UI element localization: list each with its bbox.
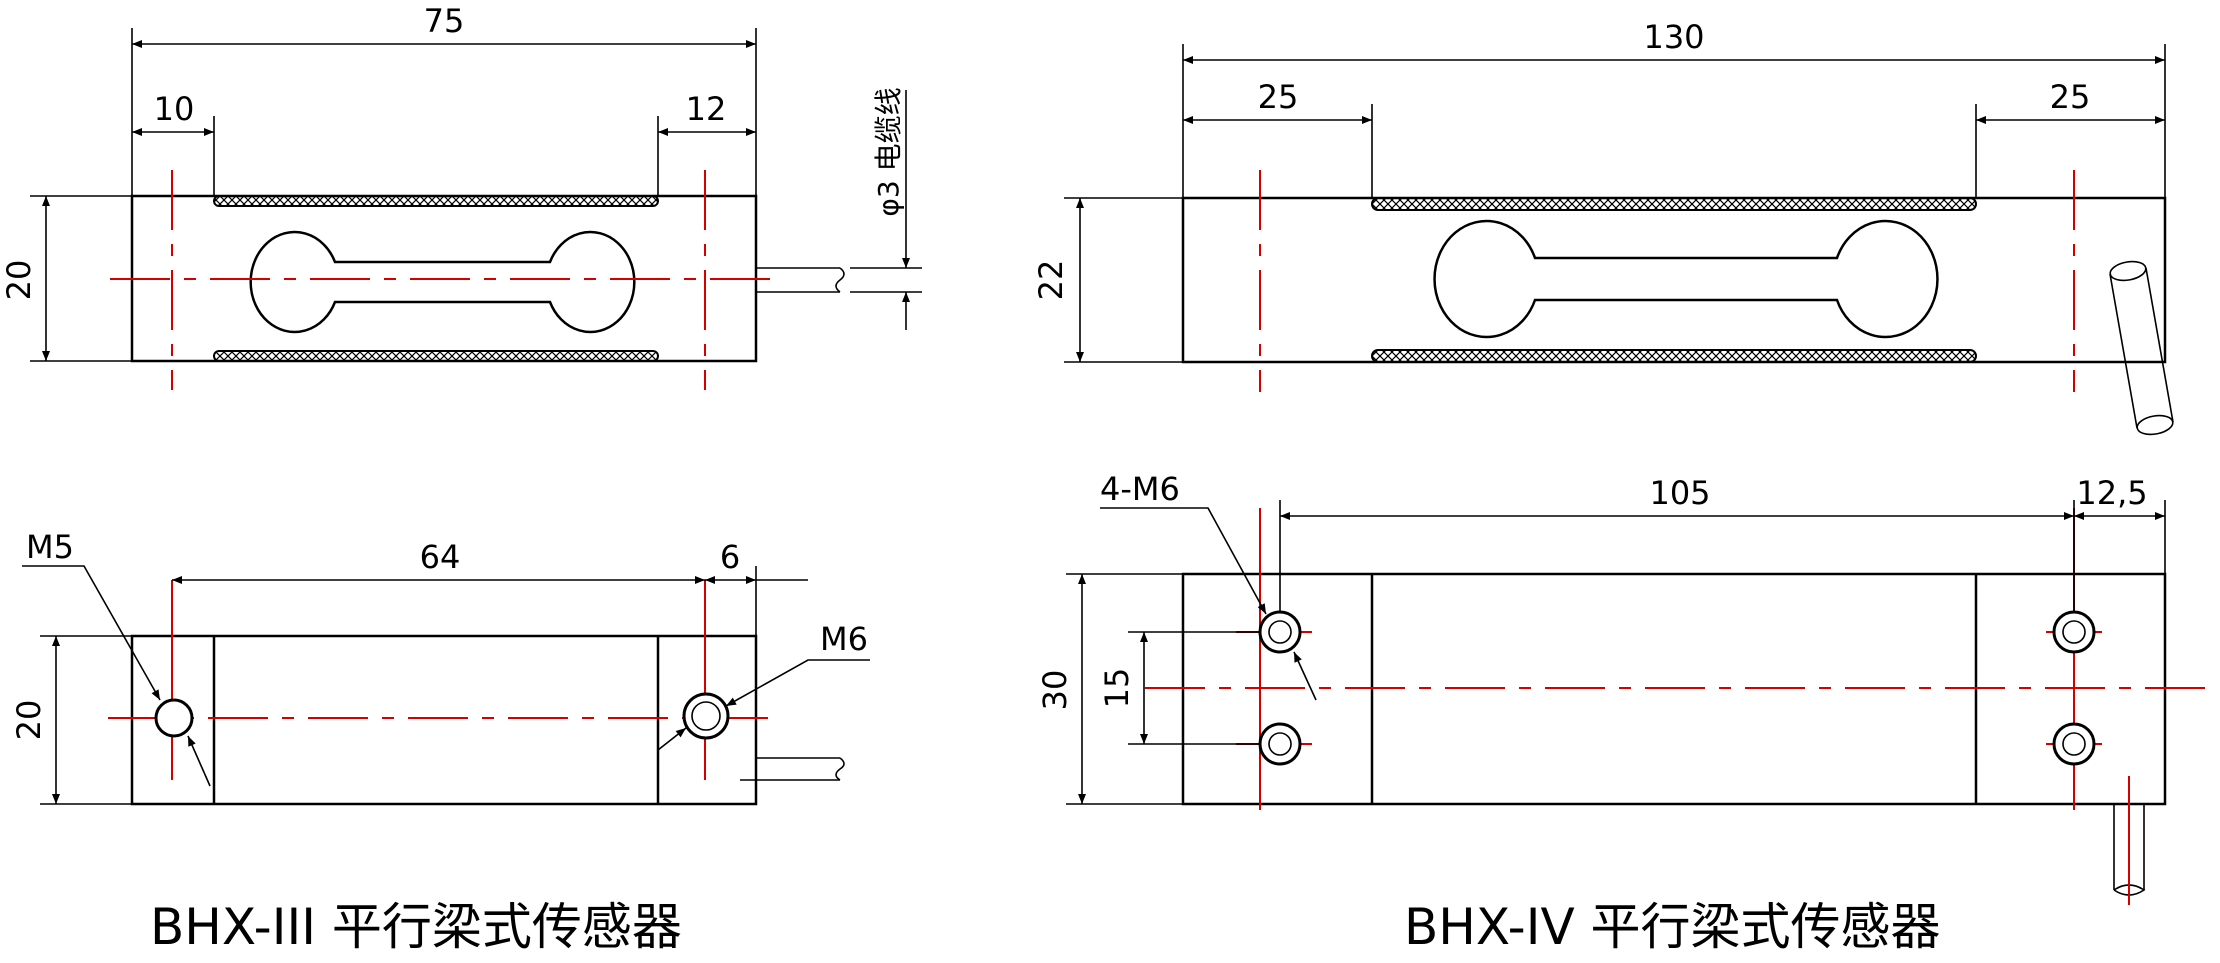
bhx3-cable — [756, 267, 840, 293]
bhx4-dim-height: 22 — [1032, 260, 1070, 301]
bhx3-dumbbell-slot — [249, 230, 636, 334]
bhx4-hole-br — [2052, 722, 2096, 766]
bhx4-top-view: 130 25 25 22 — [1032, 18, 2174, 436]
bhx3-dim-right: 12 — [686, 90, 727, 128]
bhx3-m6-hole — [682, 692, 730, 740]
bhx3-dim-height: 20 — [0, 260, 38, 301]
bhx3-bottom-view: 64 6 20 M5 M6 — [10, 528, 870, 806]
bhx3-dim-left: 10 — [154, 90, 195, 128]
bhx4-dim-length: 130 — [1643, 18, 1704, 56]
bhx3-m5-hole — [154, 698, 194, 738]
bhx4-dim-right-offset: 12,5 — [2076, 474, 2147, 512]
bhx4-title: BHX-IV 平行梁式传感器 — [1404, 898, 1941, 956]
bhx3-bottom-cable — [740, 757, 840, 781]
bhx4-bottom-view: 105 12,5 30 15 4-M6 — [1036, 470, 2205, 905]
bhx4-dumbbell-slot — [1433, 219, 1939, 339]
bhx3-cable-break — [835, 267, 845, 293]
bhx3-m5-label: M5 — [26, 528, 74, 566]
bhx3-m6-label: M6 — [820, 620, 868, 658]
bhx4-dim-hole-spacing: 105 — [1649, 474, 1710, 512]
bhx3-dim-length: 75 — [424, 2, 465, 40]
bhx4-bottom-cable — [2113, 804, 2145, 890]
bhx3-dim-hole-spacing: 64 — [420, 538, 461, 576]
bhx4-hole-tl — [1258, 610, 1302, 654]
bhx4-hole-bl — [1258, 722, 1302, 766]
bhx4-dim-hole-vertical: 15 — [1098, 668, 1136, 709]
bhx4-hole-tr — [2052, 610, 2096, 654]
bhx3-cable-label: φ3 电缆线 — [872, 87, 905, 216]
bhx3-bottom-body — [130, 634, 758, 806]
bhx4-dim-left: 25 — [1258, 78, 1299, 116]
bhx4-top-knurl-upper — [1371, 197, 1977, 211]
bhx4-thread-label: 4-M6 — [1100, 470, 1180, 508]
bhx4-dim-right: 25 — [2050, 78, 2091, 116]
bhx3-dim-right-offset: 6 — [720, 538, 740, 576]
bhx3-title: BHX-III 平行梁式传感器 — [150, 898, 682, 956]
bhx4-top-body — [1181, 196, 2167, 364]
bhx3-top-view: 75 10 12 20 φ3 电缆线 — [0, 2, 922, 390]
bhx4-cable — [2109, 267, 2174, 429]
bhx4-top-knurl-lower — [1371, 349, 1977, 363]
bhx3-top-knurl-upper — [213, 195, 659, 207]
bhx3-top-knurl-lower — [213, 350, 659, 362]
bhx4-dim-height: 30 — [1036, 670, 1074, 711]
bhx3-bottom-dim-height: 20 — [10, 700, 48, 741]
